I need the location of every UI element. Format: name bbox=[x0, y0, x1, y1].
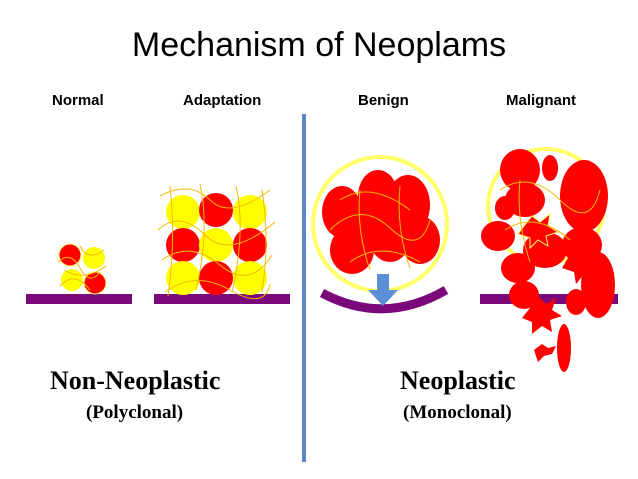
membrane-normal bbox=[26, 294, 132, 304]
membrane-adaptation bbox=[154, 294, 290, 304]
benign-tumor bbox=[311, 155, 449, 314]
group-sub-monoclonal: (Monoclonal) bbox=[403, 402, 512, 423]
stage-label-adaptation: Adaptation bbox=[183, 92, 262, 109]
adaptation-tissue bbox=[157, 183, 276, 300]
stage-label-benign: Benign bbox=[358, 92, 409, 109]
stage-label-malignant: Malignant bbox=[506, 92, 576, 109]
diagram-title: Mechanism of Neoplams bbox=[131, 26, 507, 64]
stage-label-normal: Normal bbox=[52, 92, 104, 109]
group-label-neoplastic: Neoplastic bbox=[400, 366, 516, 395]
malignant-tumor bbox=[481, 147, 615, 372]
group-label-non-neoplastic: Non-Neoplastic bbox=[50, 366, 221, 395]
membrane-malignant bbox=[480, 294, 618, 304]
group-sub-polyclonal: (Polyclonal) bbox=[86, 402, 184, 423]
normal-tissue bbox=[57, 243, 107, 295]
